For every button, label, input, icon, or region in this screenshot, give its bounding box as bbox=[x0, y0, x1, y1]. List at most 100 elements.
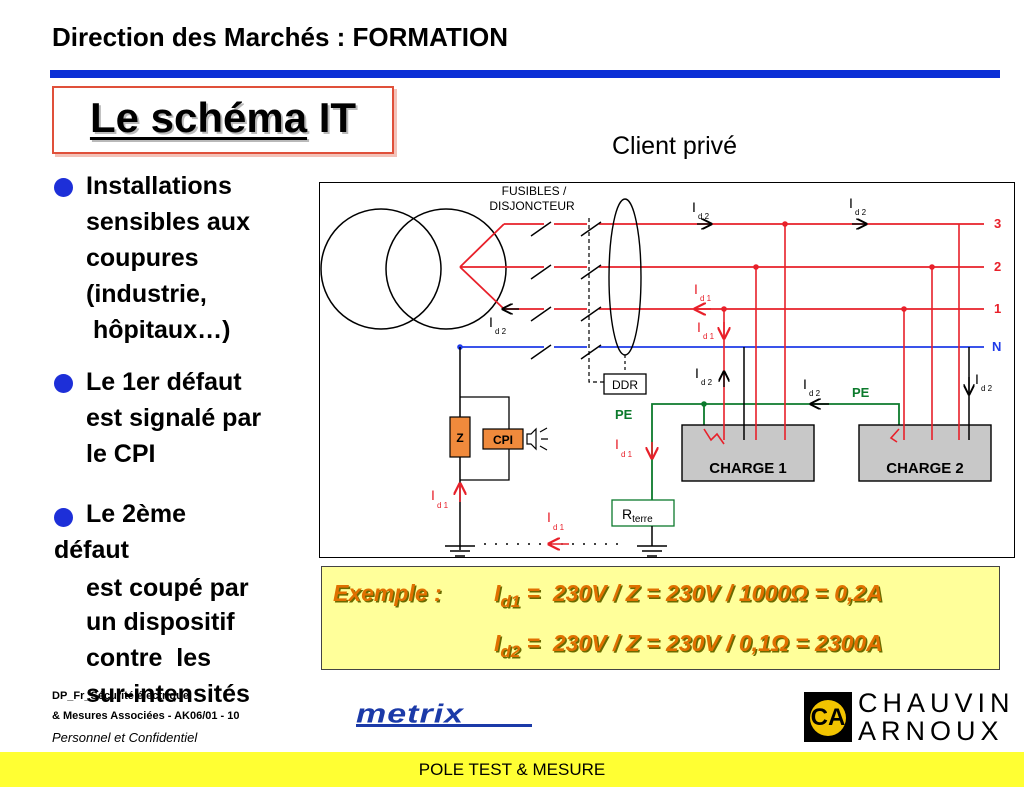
bullet-marker bbox=[54, 178, 73, 197]
bullet-marker bbox=[54, 374, 73, 393]
svg-text:I: I bbox=[431, 487, 435, 503]
svg-text:d 2: d 2 bbox=[701, 378, 713, 387]
chauvin-arnoux-logo-circle bbox=[810, 700, 846, 736]
svg-text:d 2: d 2 bbox=[495, 327, 507, 336]
svg-text:d 1: d 1 bbox=[621, 450, 633, 459]
slide-title-part1: Le schéma bbox=[89, 94, 308, 141]
svg-text:I: I bbox=[695, 365, 699, 381]
slide-title-part2: IT bbox=[307, 94, 357, 141]
charge1-box bbox=[681, 424, 815, 482]
svg-text:d 1: d 1 bbox=[553, 523, 565, 532]
z-label: Z bbox=[456, 431, 463, 445]
example-equation-1: Id1 = 230V / Z = 230V / 1000Ω = 0,2A bbox=[494, 580, 883, 611]
header-rule bbox=[50, 70, 1000, 78]
svg-text:I: I bbox=[615, 436, 619, 452]
svg-text:I: I bbox=[975, 371, 979, 387]
header-title: Direction des Marchés : FORMATION bbox=[52, 22, 509, 52]
footer-confidential: Personnel et Confidentiel bbox=[52, 730, 198, 745]
transformer-star-winding bbox=[459, 223, 505, 310]
svg-text:I: I bbox=[694, 281, 698, 297]
current-label-id2-c: I d 2 bbox=[489, 314, 507, 336]
current-label-id1-phase: I d 1 bbox=[694, 281, 712, 303]
chauvin-arnoux-logo-text-2: ARNOUX bbox=[858, 716, 1004, 746]
charge1-fault bbox=[703, 428, 725, 445]
bullet-3-line: un dispositif bbox=[86, 608, 235, 636]
svg-text:d 2: d 2 bbox=[981, 384, 993, 393]
current-label-id1-earth: I d 1 bbox=[547, 509, 565, 532]
bullet-3-line: sur-intensités bbox=[86, 680, 250, 708]
svg-text:I: I bbox=[547, 509, 551, 525]
current-label-id1-feeder: I d 1 bbox=[697, 319, 715, 341]
slide-title: Le schéma IT bbox=[52, 94, 394, 142]
earth-symbol-source bbox=[445, 545, 475, 557]
phase-label-1: 1 bbox=[994, 301, 1001, 316]
bullet-marker bbox=[54, 508, 73, 527]
cpi-label: CPI bbox=[493, 433, 513, 447]
svg-text:d 1: d 1 bbox=[437, 501, 449, 510]
slide-title-frame bbox=[52, 86, 394, 154]
footer-doc-ref: DP_Fr_Sécurité électrique bbox=[52, 690, 189, 702]
svg-text:I: I bbox=[849, 195, 853, 211]
earth-symbol-installation bbox=[637, 545, 667, 557]
transformer-secondary-coil bbox=[385, 208, 507, 330]
bullet-1-line: hôpitaux…) bbox=[86, 316, 231, 344]
bullet-2-line: Le 1er défaut bbox=[86, 368, 242, 396]
svg-text:d 1: d 1 bbox=[700, 294, 712, 303]
load-feeders bbox=[723, 224, 960, 440]
charge1-label: CHARGE 1 bbox=[709, 460, 787, 477]
ddr-label: DDR bbox=[612, 378, 638, 392]
rterre-label: Rterre bbox=[622, 506, 653, 525]
svg-text:d 2: d 2 bbox=[855, 208, 867, 217]
example-label: Exemple : bbox=[333, 580, 442, 606]
bullet-2-line: le CPI bbox=[86, 440, 156, 468]
footer-bar-text: POLE TEST & MESURE bbox=[418, 760, 606, 779]
alarm-speaker-icon bbox=[526, 427, 548, 451]
ddr-toroid bbox=[608, 198, 642, 356]
phase-label-3: 3 bbox=[994, 216, 1001, 231]
disjoncteur-label: DISJONCTEUR bbox=[489, 199, 575, 213]
current-label-id1-pe: I d 1 bbox=[615, 436, 633, 459]
bullet-1-line: coupures bbox=[86, 244, 199, 272]
svg-text:I: I bbox=[803, 376, 807, 392]
bullet-1-line: sensibles aux bbox=[86, 208, 250, 236]
client-label: Client privé bbox=[612, 132, 738, 160]
current-label-id2-d: I d 2 bbox=[695, 365, 713, 387]
svg-text:I: I bbox=[489, 314, 493, 330]
footer-doc-ref-2: & Mesures Associées - AK06/01 - 10 bbox=[52, 710, 240, 722]
transformer-primary-coil bbox=[320, 208, 442, 330]
svg-text:I: I bbox=[692, 199, 696, 215]
current-label-id2-b: I d 2 bbox=[849, 195, 867, 217]
bullet-3-line: Le 2ème bbox=[86, 500, 187, 528]
chauvin-arnoux-logo-text-1: CHAUVIN bbox=[858, 688, 1015, 718]
chauvin-arnoux-logo-glyph: CA bbox=[810, 704, 846, 731]
bullet-1-line: (industrie, bbox=[86, 280, 207, 308]
bullet-3-line: contre les bbox=[86, 644, 212, 672]
charge2-fault bbox=[889, 428, 900, 443]
pe-label-left: PE bbox=[615, 407, 633, 422]
metrix-logo: metrix bbox=[356, 700, 465, 729]
current-label-id1: I d 1 bbox=[431, 487, 449, 510]
example-equation-2: Id2 = 230V / Z = 230V / 0,1Ω = 2300A bbox=[494, 630, 883, 661]
z-impedance bbox=[449, 416, 471, 458]
ddr-box bbox=[603, 373, 647, 395]
footer-bar bbox=[0, 752, 1024, 787]
cpi-box bbox=[482, 428, 524, 450]
phase-label-2: 2 bbox=[994, 259, 1001, 274]
bullet-3-line: défaut bbox=[54, 536, 129, 564]
current-label-id2-a: I d 2 bbox=[692, 199, 710, 221]
bullet-item-2: Le 1er défaut est signalé par le CPI bbox=[86, 364, 261, 472]
svg-text:I: I bbox=[697, 319, 701, 335]
current-label-id2-f: I d 2 bbox=[975, 371, 993, 393]
bullet-2-line: est signalé par bbox=[86, 404, 262, 432]
svg-text:d 2: d 2 bbox=[809, 389, 821, 398]
phase-lines bbox=[504, 223, 984, 310]
example-box bbox=[321, 566, 1000, 670]
bullet-1-line: Installations bbox=[86, 172, 232, 200]
bullet-item-1: Installations sensibles aux coupures (in… bbox=[86, 168, 250, 348]
pe-label-right: PE bbox=[852, 385, 870, 400]
neutral-label: N bbox=[992, 339, 1001, 354]
breaker-contacts bbox=[530, 221, 602, 360]
load-feeder-junctions bbox=[721, 221, 935, 312]
it-scheme-diagram: DDR FUSIBLES / DISJONCTEUR 3 2 1 N Z CPI… bbox=[320, 184, 1001, 557]
fuses-label: FUSIBLES / bbox=[502, 184, 567, 198]
